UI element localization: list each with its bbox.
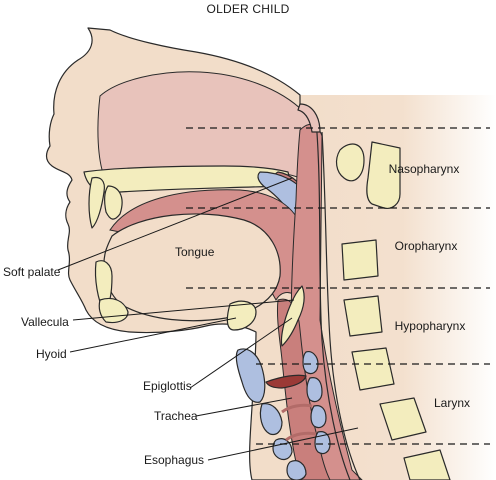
vertebra-c5 <box>351 347 395 391</box>
vertebra-c4 <box>343 295 383 337</box>
diagram-title: OLDER CHILD <box>207 2 290 16</box>
leader-trachea <box>195 397 293 417</box>
vertebra-c1 <box>335 143 365 182</box>
leader-soft-palate <box>57 177 293 271</box>
prevertebral-line-2 <box>315 119 351 480</box>
region-oropharynx: Oropharynx <box>395 239 458 253</box>
arytenoid-3 <box>310 405 327 429</box>
upper-molar <box>104 185 123 220</box>
label-epiglottis: Epiglottis <box>143 379 192 393</box>
tracheal-fold <box>281 403 313 414</box>
vertebra-c3 <box>341 239 379 281</box>
label-soft-palate: Soft palate <box>3 265 61 279</box>
label-esophagus: Esophagus <box>144 453 204 467</box>
leader-esophagus <box>207 427 359 461</box>
leader-epiglottis <box>189 317 293 389</box>
vocal-fold <box>265 374 307 389</box>
upper-tooth <box>88 176 105 229</box>
leader-hyoid <box>69 317 237 353</box>
arytenoid-2 <box>306 377 323 403</box>
label-hyoid: Hyoid <box>36 347 67 361</box>
epiglottis <box>280 285 305 347</box>
label-vallecula: Vallecula <box>21 315 69 329</box>
region-larynx: Larynx <box>434 396 470 410</box>
thyroid-cartilage <box>235 348 266 403</box>
cricoid-cartilage <box>259 403 283 436</box>
leader-vallecula <box>72 299 295 321</box>
label-trachea: Trachea <box>154 409 198 423</box>
region-nasopharynx: Nasopharynx <box>389 162 460 176</box>
adenoid <box>297 103 321 133</box>
trachea-cartilages <box>235 348 331 480</box>
hyoid-bone <box>226 300 257 331</box>
arytenoid-1 <box>302 351 319 375</box>
label-tongue: Tongue <box>175 245 215 259</box>
vertebra-c6 <box>379 397 427 441</box>
tracheal-fold-2 <box>285 431 317 442</box>
tongue <box>103 213 281 322</box>
laryngopharynx <box>277 298 331 480</box>
vertebra-c7 <box>403 449 451 480</box>
region-hypopharynx: Hypopharynx <box>395 319 466 333</box>
